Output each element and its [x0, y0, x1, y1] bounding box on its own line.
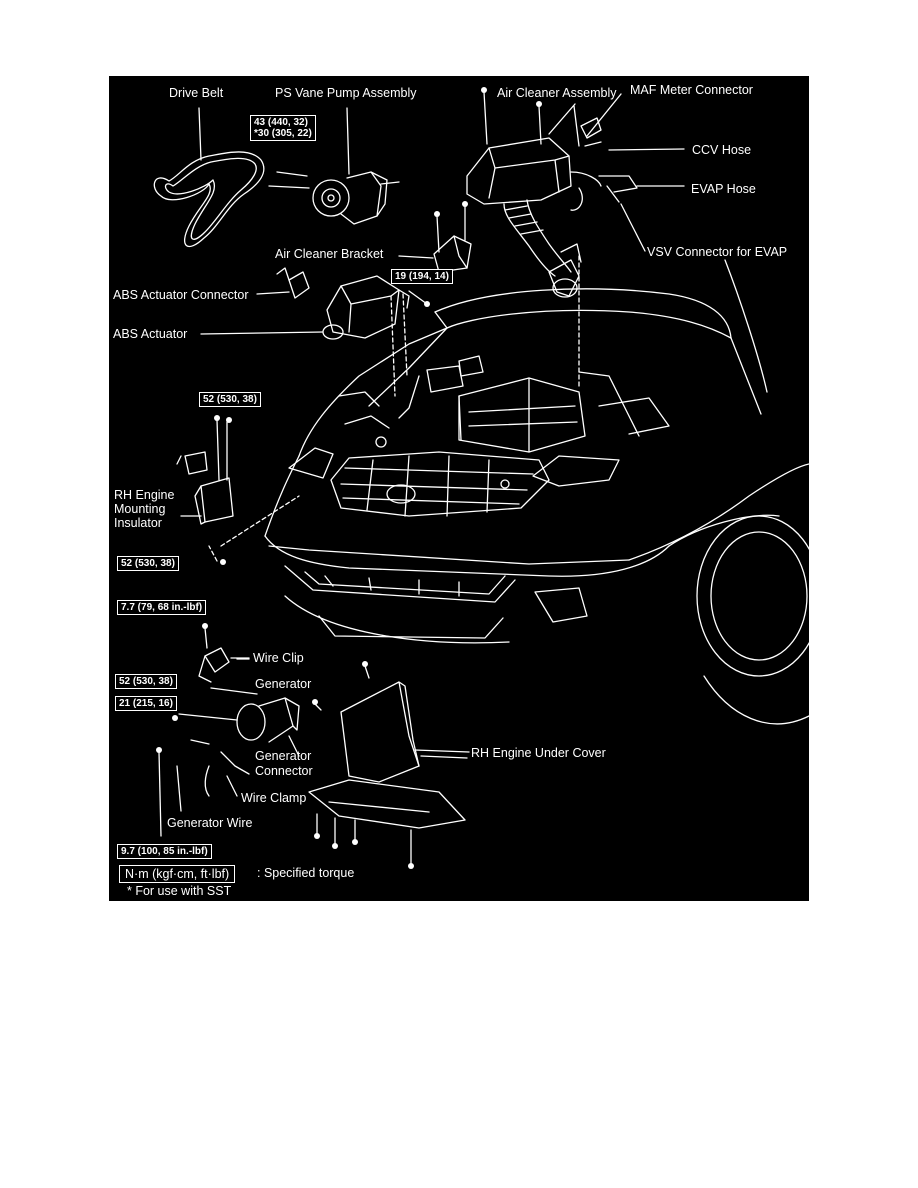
label-abs-actuator: ABS Actuator: [113, 327, 188, 341]
label-leaders: [236, 93, 685, 759]
vehicle-front-drawing: [264, 259, 809, 725]
diagram-artwork: [153, 87, 809, 869]
label-air-cleaner-assembly: Air Cleaner Assembly: [497, 86, 617, 100]
abs-actuator-drawing: [200, 267, 428, 340]
label-generator-wire: Generator Wire: [167, 816, 253, 830]
torque-wire-clip: 7.7 (79, 68 in.-lbf): [117, 600, 207, 615]
torque-ps-pump-line1: 43 (440, 32): [254, 117, 308, 128]
label-rh-engine-mount-line2: Mounting: [114, 502, 166, 516]
label-generator: Generator: [255, 677, 312, 691]
label-wire-clip: Wire Clip: [253, 651, 304, 665]
legend-sst-note: * For use with SST: [127, 884, 232, 898]
label-maf-meter-connector: MAF Meter Connector: [630, 83, 753, 97]
under-cover-drawing: [308, 665, 470, 867]
torque-generator-upper: 52 (530, 38): [115, 674, 177, 689]
label-ps-vane-pump: PS Vane Pump Assembly: [275, 86, 417, 100]
torque-generator-wire: 9.7 (100, 85 in.-lbf): [117, 844, 212, 859]
legend-unit-box: N·m (kgf·cm, ft·lbf): [119, 865, 236, 883]
label-rh-engine-under-cover: RH Engine Under Cover: [471, 746, 606, 760]
label-ccv-hose: CCV Hose: [692, 143, 752, 157]
label-evap-hose: EVAP Hose: [691, 182, 756, 196]
label-rh-engine-mount-line1: RH Engine: [114, 488, 175, 502]
drive-belt-drawing: [153, 107, 265, 248]
engine-mount-drawing: [176, 419, 234, 525]
label-vsv-connector: VSV Connector for EVAP: [647, 245, 788, 259]
torque-generator-lower: 21 (215, 16): [115, 696, 177, 711]
legend-unit-text: : Specified torque: [257, 866, 355, 880]
label-drive-belt: Drive Belt: [169, 86, 224, 100]
dashed-leaders: [208, 255, 580, 562]
label-abs-actuator-connector: ABS Actuator Connector: [113, 288, 249, 302]
ps-vane-pump-drawing: [268, 107, 400, 225]
torque-ps-pump: 43 (440, 32) *30 (305, 22): [250, 115, 316, 141]
generator-drawing: [158, 627, 300, 837]
torque-ps-pump-line2: *30 (305, 22): [254, 128, 312, 139]
label-generator-connector-line2: Connector: [255, 764, 313, 778]
label-wire-clamp: Wire Clamp: [241, 791, 307, 805]
engine-component-diagram: Drive Belt PS Vane Pump Assembly Air Cle…: [109, 76, 809, 901]
torque-abs: 19 (194, 14): [391, 269, 453, 284]
label-generator-connector-line1: Generator: [255, 749, 312, 763]
intake-hose-drawing: [503, 199, 582, 298]
label-air-cleaner-bracket: Air Cleaner Bracket: [275, 247, 384, 261]
fasteners: [156, 87, 542, 869]
air-cleaner-drawing: [466, 91, 638, 211]
label-rh-engine-mount-line3: Insulator: [114, 516, 162, 530]
torque-mount-lower: 52 (530, 38): [117, 556, 179, 571]
torque-mount-upper: 52 (530, 38): [199, 392, 261, 407]
